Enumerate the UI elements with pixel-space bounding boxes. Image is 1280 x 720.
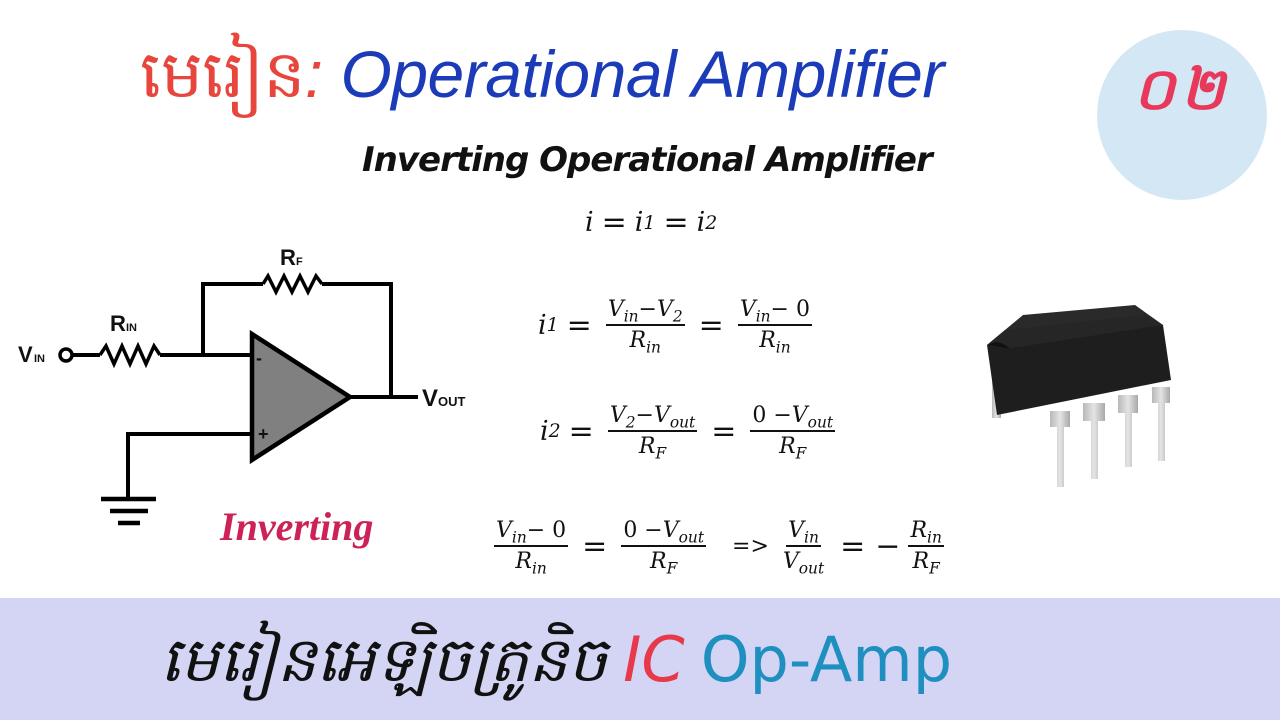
fraction: 0 −Vout RF: [750, 403, 836, 463]
circuit-caption: Inverting: [220, 504, 374, 549]
vin-label: V: [18, 342, 33, 367]
footer-banner: [0, 598, 1280, 720]
lesson-number: ០២: [1133, 54, 1231, 123]
rin-resistor-icon: [98, 341, 162, 369]
title-english: Operational Amplifier: [340, 37, 944, 111]
subtitle: Inverting Operational Amplifier: [362, 140, 933, 180]
page-title: មេរៀន: Operational Amplifier: [140, 34, 944, 114]
inverting-opamp-circuit-diagram: - + V IN R IN R F V OUT: [18, 245, 466, 526]
lesson-number-badge: ០២: [1097, 30, 1267, 200]
fraction: 0 −Vout RF: [621, 518, 707, 578]
vout-label: V: [422, 385, 438, 412]
dip8-ic-chip-image: [987, 305, 1171, 487]
title-colon: :: [304, 37, 323, 111]
opamp-triangle-icon: [249, 329, 355, 465]
vin-label-sub: IN: [34, 353, 45, 365]
rf-label: R: [280, 245, 296, 270]
fraction: Rin RF: [908, 518, 944, 578]
rf-resistor-icon: [261, 272, 324, 296]
fraction: V2−Vout RF: [607, 403, 698, 463]
noninverting-input-label: +: [258, 424, 269, 444]
footer-opamp-label: Op-Amp: [700, 623, 953, 696]
fraction: Vin−V2 Rin: [605, 297, 685, 357]
footer-khmer-text: មេរៀនអេឡិចត្រូនិច: [160, 623, 608, 696]
rf-label-sub: F: [296, 256, 303, 268]
rin-label-sub: IN: [126, 322, 137, 334]
vout-label-sub: OUT: [438, 394, 466, 409]
footer-ic-label: IC: [623, 623, 685, 696]
fraction: Vin− 0 Rin: [494, 518, 569, 578]
ground-icon: [101, 496, 156, 526]
rin-label: R: [110, 311, 126, 336]
fraction: Vin− 0 Rin: [737, 297, 812, 357]
inverting-input-label: -: [256, 348, 262, 368]
title-khmer: មេរៀន: [140, 36, 305, 113]
fraction: Vin Vout: [782, 518, 825, 578]
vin-terminal-icon: [58, 347, 74, 363]
equation-gain: Vin− 0 Rin = 0 −Vout RF => Vin Vout =− R…: [494, 518, 944, 578]
implies-arrow: =>: [732, 533, 769, 559]
